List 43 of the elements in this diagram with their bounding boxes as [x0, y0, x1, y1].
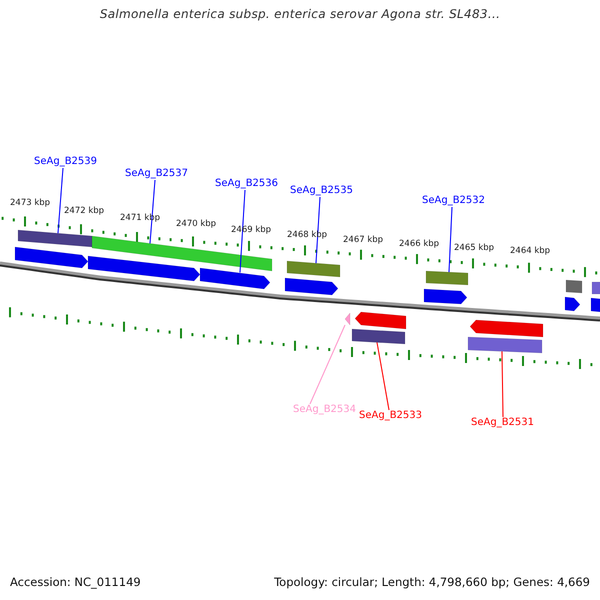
tick-label: 2464 kbp [510, 246, 550, 256]
gene-bar [426, 270, 468, 286]
gene-bar [468, 336, 542, 354]
gene-bar [286, 260, 340, 278]
gene-feature [564, 296, 580, 312]
leader-line [150, 180, 156, 244]
gene-label: SeAg_B2537 [125, 168, 188, 180]
map-title: Salmonella enterica subsp. enterica serovar Agona str. SL483... [98, 7, 502, 21]
tick-label: 2470 kbp [176, 219, 216, 229]
gene-feature [424, 288, 468, 304]
gene-bar [352, 328, 406, 344]
gene-feature [284, 278, 338, 296]
footer-text: Topology: circular; Length: 4,798,660 bp; Genes: 4,669 [274, 575, 590, 589]
gene-feature [14, 246, 88, 268]
gene-label: SeAg_B2532 [422, 195, 485, 207]
footer-text: Accession: NC_011149 [10, 575, 141, 589]
tick-label: 2465 kbp [454, 243, 494, 253]
gene-bar [592, 282, 600, 294]
gene-bar [18, 230, 92, 248]
leader-line [376, 342, 390, 410]
gene-feature [200, 268, 270, 290]
gene-label: SeAg_B2534 [293, 404, 356, 416]
gene-label: SeAg_B2539 [34, 156, 97, 168]
leader-line [502, 350, 504, 418]
gene-feature [354, 312, 406, 330]
tick-label: 2467 kbp [343, 235, 384, 245]
gene-bar [92, 236, 272, 272]
leader-line [240, 190, 246, 274]
gene-label: SeAg_B2536 [215, 178, 278, 190]
tick-label: 2466 kbp [399, 239, 440, 249]
gene-bar [566, 280, 582, 294]
leader-line [310, 324, 346, 404]
tick-label: 2473 kbp [10, 198, 50, 208]
gene-feature [88, 256, 200, 282]
leader-line [316, 196, 320, 264]
gene-feature [344, 312, 350, 326]
gene-label: SeAg_B2531 [471, 417, 534, 429]
gene-bar [590, 298, 600, 312]
gene-label: SeAg_B2535 [290, 185, 353, 197]
tick-label: 2472 kbp [64, 206, 104, 216]
gene-label: SeAg_B2533 [359, 410, 422, 422]
leader-line [58, 168, 64, 234]
gene-feature [470, 320, 544, 338]
